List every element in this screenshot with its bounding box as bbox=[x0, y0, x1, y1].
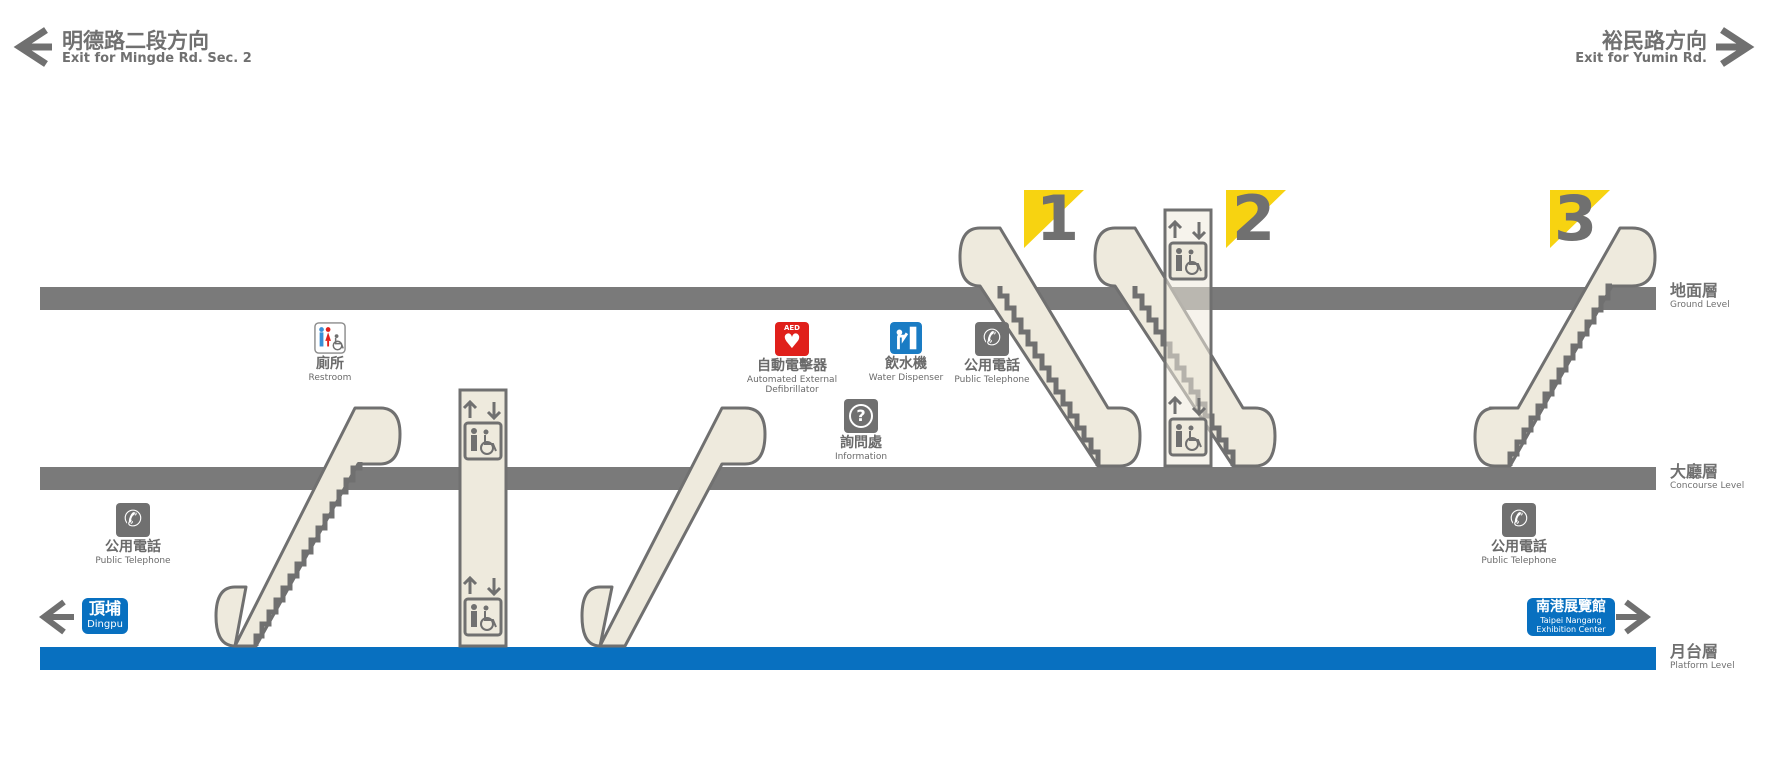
arrow-right-icon bbox=[1716, 27, 1755, 67]
elevator-concourse-ground[interactable] bbox=[1163, 208, 1213, 468]
exit-1-flag bbox=[1024, 190, 1084, 248]
elevator-icon bbox=[1167, 395, 1208, 457]
level-platform-en: Platform Level bbox=[1670, 661, 1735, 671]
elevator-icon bbox=[1167, 219, 1208, 281]
heart-icon: ♥ bbox=[783, 329, 801, 353]
facility-water-dispenser[interactable]: 飲水機 Water Dispenser bbox=[841, 322, 971, 383]
phone-right-en: Public Telephone bbox=[1481, 556, 1557, 566]
restroom-icon bbox=[314, 322, 346, 354]
aed-en: Automated External Defibrillator bbox=[746, 375, 838, 395]
phone-concourse-zh: 公用電話 bbox=[964, 358, 1020, 374]
telephone-icon: ✆ bbox=[116, 503, 150, 537]
platform-level-floor bbox=[40, 647, 1656, 670]
wheelchair-icon bbox=[1185, 249, 1202, 275]
aed-zh: 自動電擊器 bbox=[757, 358, 827, 374]
exit-1-number: 1 bbox=[1036, 182, 1080, 255]
aed-icon: AED ♥ bbox=[775, 322, 809, 356]
aed-badge: AED bbox=[783, 324, 800, 332]
concourse-level-floor bbox=[40, 467, 1656, 490]
escalator-exit-1[interactable] bbox=[958, 226, 1142, 468]
destination-nangang-zh: 南港展覽館 bbox=[1536, 599, 1606, 615]
information-zh: 詢問處 bbox=[840, 435, 882, 451]
restroom-zh: 廁所 bbox=[316, 356, 344, 372]
escalator-exit-3[interactable] bbox=[1473, 226, 1657, 468]
facility-aed[interactable]: AED ♥ 自動電擊器 Automated External Defibrill… bbox=[727, 322, 857, 395]
destination-nangang-en2: Exhibition Center bbox=[1536, 625, 1606, 634]
direction-right: 裕民路方向 Exit for Yumin Rd. bbox=[1575, 30, 1707, 66]
escalator-platform-concourse-1[interactable] bbox=[214, 406, 402, 648]
level-ground-zh: 地面層 bbox=[1670, 281, 1719, 300]
escalator-platform-concourse-2[interactable] bbox=[580, 406, 767, 648]
phone-left-zh: 公用電話 bbox=[105, 539, 161, 555]
facility-information[interactable]: ? 詢問處 Information bbox=[796, 399, 926, 462]
facility-restroom[interactable]: 廁所 Restroom bbox=[265, 322, 395, 383]
direction-right-en: Exit for Yumin Rd. bbox=[1575, 51, 1707, 66]
exit-2-number: 2 bbox=[1232, 182, 1276, 255]
phone-left-en: Public Telephone bbox=[95, 556, 171, 566]
phone-right-zh: 公用電話 bbox=[1491, 539, 1547, 555]
facility-phone-concourse[interactable]: ✆ 公用電話 Public Telephone bbox=[927, 322, 1057, 385]
information-glyph: ? bbox=[849, 404, 873, 428]
exit-3-flag bbox=[1550, 190, 1610, 248]
elevator-platform-concourse[interactable] bbox=[458, 388, 508, 648]
restroom-en: Restroom bbox=[308, 373, 352, 383]
destination-nangang[interactable]: 南港展覽館 Taipei Nangang Exhibition Center bbox=[1527, 598, 1615, 636]
wheelchair-icon bbox=[480, 605, 497, 631]
destination-dingpu-zh: 頂埔 bbox=[88, 599, 121, 618]
exit-2-flag bbox=[1226, 190, 1286, 248]
elevator-icon bbox=[462, 575, 503, 637]
level-concourse-en: Concourse Level bbox=[1670, 481, 1745, 491]
destination-dingpu-en: Dingpu bbox=[87, 619, 123, 630]
information-icon: ? bbox=[844, 399, 878, 433]
water-dispenser-icon bbox=[890, 322, 922, 354]
wheelchair-icon bbox=[1185, 425, 1202, 451]
direction-left-en: Exit for Mingde Rd. Sec. 2 bbox=[62, 51, 252, 66]
water-dispenser-en: Water Dispenser bbox=[868, 373, 944, 383]
destination-dingpu[interactable]: 頂埔 Dingpu bbox=[82, 598, 128, 634]
arrow-left-icon bbox=[13, 27, 52, 67]
arrow-left-icon bbox=[39, 599, 74, 635]
phone-concourse-en: Public Telephone bbox=[954, 375, 1030, 385]
level-concourse: 大廳層 Concourse Level bbox=[1670, 463, 1744, 492]
direction-left-zh: 明德路二段方向 bbox=[62, 29, 209, 53]
information-en: Information bbox=[834, 452, 888, 462]
ground-level-floor bbox=[40, 287, 1656, 310]
direction-right-zh: 裕民路方向 bbox=[1602, 29, 1707, 53]
facility-phone-left[interactable]: ✆ 公用電話 Public Telephone bbox=[68, 503, 198, 566]
level-platform-zh: 月台層 bbox=[1670, 642, 1719, 661]
direction-left: 明德路二段方向 Exit for Mingde Rd. Sec. 2 bbox=[62, 30, 252, 66]
level-platform: 月台層 Platform Level bbox=[1670, 643, 1735, 672]
level-ground-en: Ground Level bbox=[1670, 300, 1730, 310]
exit-3-number: 3 bbox=[1554, 182, 1598, 255]
telephone-icon: ✆ bbox=[975, 322, 1009, 356]
elevator-icon bbox=[462, 399, 503, 461]
water-dispenser-zh: 飲水機 bbox=[885, 356, 927, 372]
telephone-icon: ✆ bbox=[1502, 503, 1536, 537]
wheelchair-icon bbox=[480, 429, 497, 455]
level-concourse-zh: 大廳層 bbox=[1670, 462, 1719, 481]
level-ground: 地面層 Ground Level bbox=[1670, 282, 1730, 311]
arrow-right-icon bbox=[1616, 599, 1651, 635]
destination-nangang-en1: Taipei Nangang bbox=[1540, 616, 1602, 625]
facility-phone-right[interactable]: ✆ 公用電話 Public Telephone bbox=[1454, 503, 1584, 566]
